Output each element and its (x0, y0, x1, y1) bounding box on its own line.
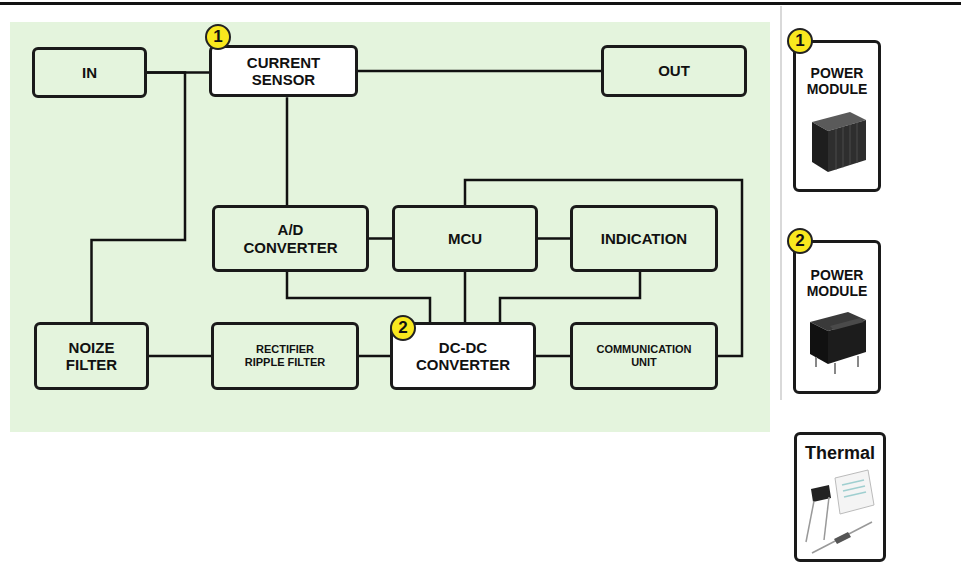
block-label: A/D CONVERTER (241, 221, 341, 256)
top-rule (0, 2, 961, 5)
fuse-lead (824, 497, 829, 540)
block-box: A/D CONVERTER (212, 205, 369, 272)
module-rib (849, 125, 850, 166)
block-label: IN (82, 64, 97, 81)
diagram-panel (10, 22, 770, 432)
separator-line (780, 6, 782, 400)
fuse-case (835, 470, 874, 514)
connector-line (92, 73, 186, 323)
thermal-fuse-photo (806, 470, 874, 553)
block-label: OUT (658, 62, 690, 79)
block-label: DC-DC CONVERTER (413, 339, 513, 374)
block-label: POWER MODULE (804, 267, 870, 299)
block-box: RECTIFIER RIPPLE FILTER (211, 322, 359, 390)
module-pin (815, 357, 817, 367)
module-pin (834, 363, 836, 374)
block-label: MCU (448, 230, 482, 247)
module-rib (856, 123, 857, 163)
connector-line (369, 237, 392, 240)
block-box: COMMUNICATION UNIT (570, 322, 718, 390)
block-label: INDICATION (601, 230, 687, 247)
product-card: POWER MODULE (793, 240, 881, 394)
block-label: POWER MODULE (804, 65, 870, 97)
product-card: Thermal (794, 432, 886, 562)
fuse-lead (812, 522, 872, 553)
connector-line (536, 355, 570, 358)
product-card: POWER MODULE (793, 40, 881, 192)
highlighted-block-box: CURRENT SENSOR (209, 45, 358, 98)
module-side (812, 122, 828, 172)
connector-line (500, 272, 640, 322)
module-front (828, 120, 866, 172)
case-marking (842, 480, 864, 485)
block-label: NOIZE FILTER (57, 339, 127, 374)
block-label: COMMUNICATION UNIT (590, 343, 698, 368)
fuse-lead (806, 501, 814, 542)
block-label: Thermal (805, 443, 875, 464)
case-marking (843, 486, 865, 491)
connector-line (538, 237, 570, 240)
module-pin (857, 356, 859, 367)
block-label: CURRENT SENSOR (236, 54, 331, 89)
power-module-photo (810, 312, 866, 374)
block-box: NOIZE FILTER (34, 322, 149, 390)
module-step (830, 318, 864, 330)
block-box: IN (32, 47, 147, 98)
connector-line (359, 355, 390, 358)
connector-line (464, 272, 467, 322)
highlighted-block-box: DC-DC CONVERTER (390, 322, 536, 390)
block-box: OUT (601, 45, 747, 97)
case-marking (844, 492, 866, 497)
connector-line (358, 70, 601, 73)
connector-line (287, 272, 430, 322)
module-rib (835, 129, 836, 170)
module-side (810, 322, 828, 364)
fuse-body (834, 532, 851, 544)
power-module-photo (812, 112, 866, 172)
module-rib (842, 127, 843, 168)
block-box: MCU (392, 205, 538, 272)
block-box: INDICATION (570, 205, 718, 272)
block-label: RECTIFIER RIPPLE FILTER (239, 343, 331, 368)
connector-line (286, 97, 289, 205)
connector-line (149, 355, 211, 358)
